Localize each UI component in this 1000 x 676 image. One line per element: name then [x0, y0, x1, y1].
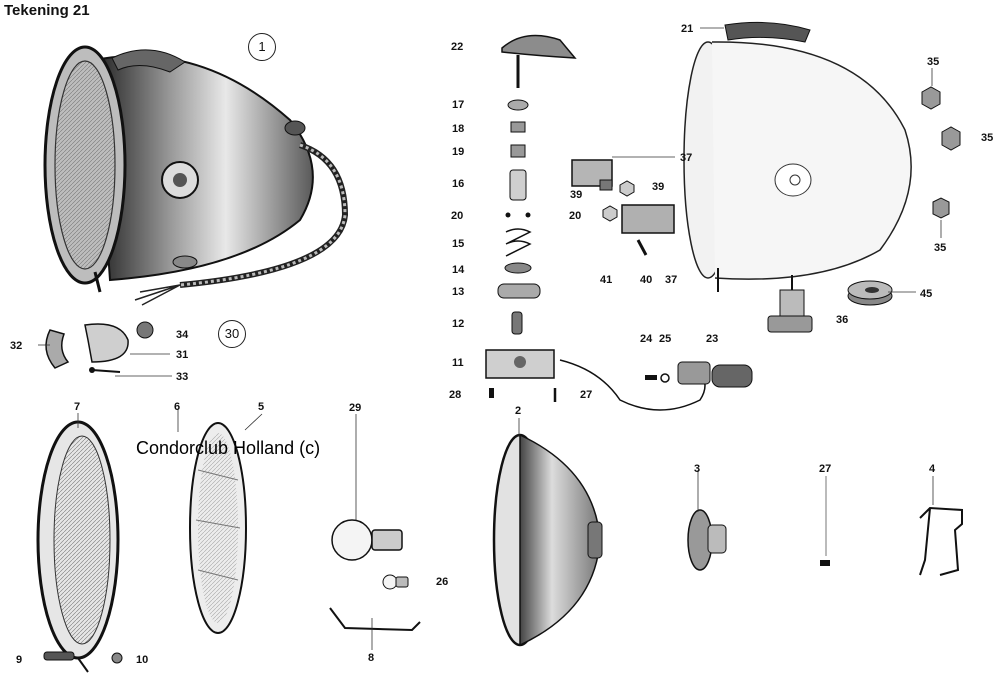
callout-23: 23: [706, 333, 719, 345]
callout-30: 30: [218, 320, 246, 348]
callout-14: 14: [452, 264, 465, 276]
callout-40: 40: [640, 274, 653, 286]
wire-clip-4: [919, 506, 963, 576]
callout-10: 10: [136, 654, 149, 666]
callout-41: 41: [600, 274, 613, 286]
nuts-35: [921, 86, 961, 219]
chrome-rim-7: [36, 420, 123, 673]
callout-7: 7: [74, 401, 81, 413]
drawing-title: Tekening 21: [4, 2, 90, 19]
callout-4: 4: [929, 463, 936, 475]
headlamp-housing-21: [683, 21, 912, 292]
callout-39-right: 39: [652, 181, 665, 193]
callout-17: 17: [452, 99, 465, 111]
callout-1: 1: [248, 33, 276, 61]
callout-21: 21: [681, 23, 694, 35]
bulbs-29-26: [331, 519, 409, 590]
callout-45: 45: [920, 288, 933, 300]
callout-27-right: 27: [819, 463, 832, 475]
callout-39-left: 39: [570, 189, 583, 201]
callout-11: 11: [452, 357, 464, 369]
callout-36: 36: [836, 314, 849, 326]
callout-20-left: 20: [451, 210, 464, 222]
callout-8: 8: [368, 652, 375, 664]
callout-28: 28: [449, 389, 462, 401]
parking-light-parts-11-22: [485, 34, 577, 402]
mounting-clamp-31-32: [45, 321, 154, 373]
leader-lines: [38, 27, 942, 650]
watermark-text: Condorclub Holland (c): [136, 438, 321, 458]
callout-22: 22: [451, 41, 464, 53]
callout-32: 32: [10, 340, 23, 352]
grommet-45: [847, 280, 893, 306]
callout-20-right: 20: [569, 210, 582, 222]
callout-16: 16: [452, 178, 465, 190]
bulb-holder-36: [767, 275, 813, 333]
headlamp-assembly-1: [43, 45, 349, 306]
callout-33: 33: [176, 371, 189, 383]
lens-glass-5: [189, 422, 247, 634]
callout-35-bottom: 35: [934, 242, 947, 254]
callout-3: 3: [694, 463, 701, 475]
callout-35-middle: 35: [981, 132, 994, 144]
callout-9: 9: [16, 654, 23, 666]
reflector-2: [492, 433, 603, 647]
callout-26: 26: [436, 576, 449, 588]
callout-24: 24: [640, 333, 653, 345]
callout-13: 13: [452, 286, 465, 298]
bulb-socket-3: [687, 509, 727, 571]
screw-27: [820, 476, 830, 566]
callout-12: 12: [452, 318, 465, 330]
callout-37-bottom: 37: [665, 274, 678, 286]
callout-18: 18: [452, 123, 465, 135]
callout-19: 19: [452, 146, 465, 158]
callout-25: 25: [659, 333, 672, 345]
cable-connector-23-25: [559, 359, 753, 411]
callout-27-center: 27: [580, 389, 593, 401]
callout-29: 29: [349, 402, 362, 414]
callout-15: 15: [452, 238, 465, 250]
callout-31: 31: [176, 349, 189, 361]
callout-37-top: 37: [680, 152, 693, 164]
switch-parts-37-41: [571, 159, 675, 256]
callout-5: 5: [258, 401, 265, 413]
callout-6: 6: [174, 401, 181, 413]
callout-2: 2: [515, 405, 522, 417]
callout-35-top: 35: [927, 56, 940, 68]
spring-clip-8: [329, 607, 421, 632]
callout-34: 34: [176, 329, 189, 341]
